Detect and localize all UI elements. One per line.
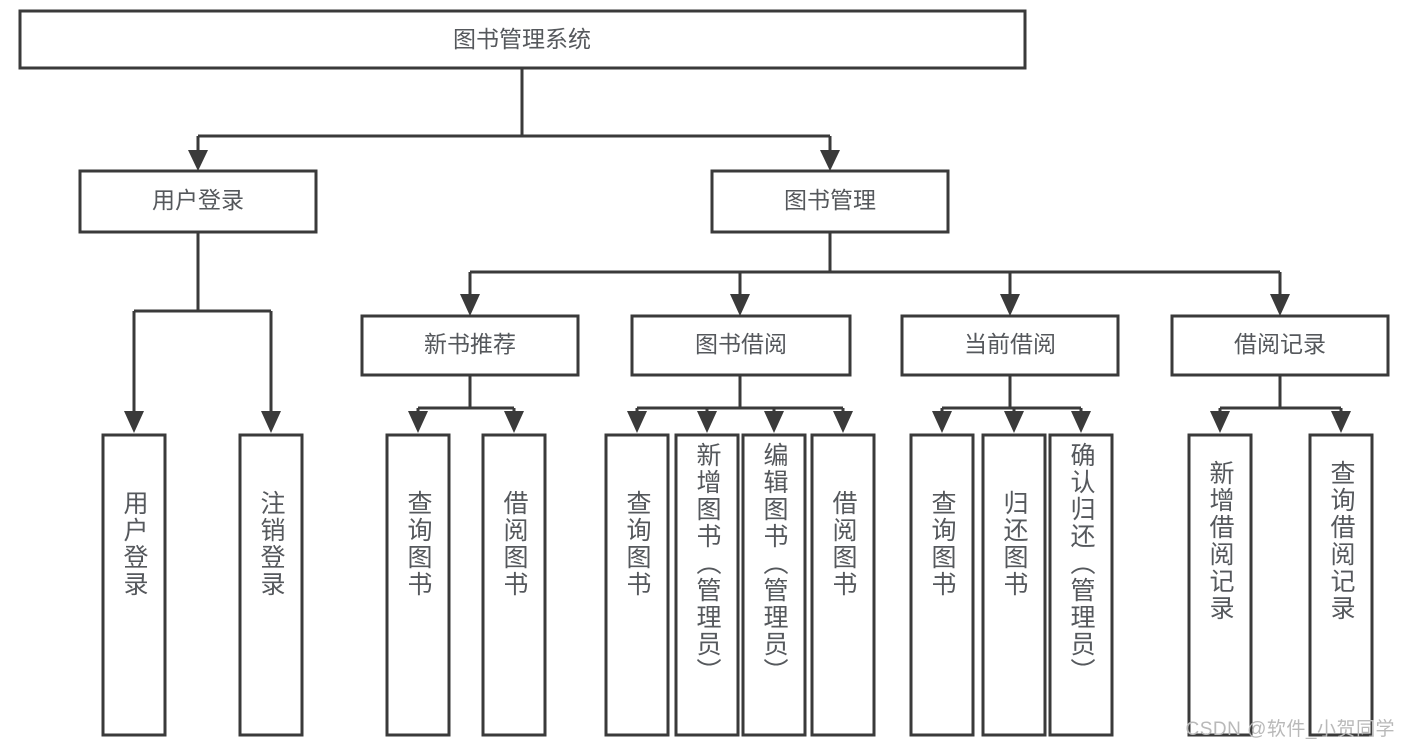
node-book-management-rect[interactable] (710, 169, 950, 234)
arrowhead-currentborrow-leaf-2 (1004, 411, 1024, 433)
node-new-book-recommend-label: 新书推荐 (424, 331, 516, 357)
arrowhead-currentborrow-leaf-3 (1071, 411, 1091, 433)
node-user-login-label: 用户登录 (152, 187, 244, 213)
node-current-borrow-label: 当前借阅 (964, 331, 1056, 357)
node-root[interactable]: 图书管理系统 (18, 9, 1027, 70)
leaf-rect-layer (101, 433, 1374, 737)
arrowhead-book-borrow (730, 294, 750, 316)
node-current-borrow-rect[interactable] (900, 314, 1120, 377)
leaf-rect-query-books-newbook[interactable] (385, 433, 451, 737)
arrowhead-borrowrecord-leaf-1 (1210, 411, 1230, 433)
node-book-management-label: 图书管理 (784, 187, 876, 213)
node-book-management[interactable]: 图书管理 (710, 169, 950, 234)
node-user-login-rect[interactable] (78, 169, 318, 234)
leaf-rect-add-book-admin[interactable] (674, 433, 740, 737)
arrowhead-currentborrow-leaf-1 (932, 411, 952, 433)
node-user-login[interactable]: 用户登录 (78, 169, 318, 234)
arrowhead-new-book-rec (460, 294, 480, 316)
arrowhead-bookborrow-leaf-2 (697, 411, 717, 433)
arrowhead-book-mgmt (820, 150, 840, 171)
arrowhead-newbook-leaf-2 (504, 411, 524, 433)
leaf-rect-add-borrow-record[interactable] (1187, 433, 1253, 737)
node-borrow-record-label: 借阅记录 (1234, 331, 1326, 357)
node-borrow-record-rect[interactable] (1170, 314, 1390, 377)
leaf-rect-query-books-current[interactable] (909, 433, 975, 737)
arrowhead-bookborrow-leaf-1 (627, 411, 647, 433)
arrowhead-leaf-logout (261, 411, 281, 433)
arrowhead-borrow-record (1270, 294, 1290, 316)
node-root-label: 图书管理系统 (453, 26, 591, 52)
leaf-rect-logout[interactable] (238, 433, 304, 737)
leaf-rect-return-book[interactable] (981, 433, 1047, 737)
node-borrow-record[interactable]: 借阅记录 (1170, 314, 1390, 377)
node-book-borrow-label: 图书借阅 (695, 331, 787, 357)
node-new-book-recommend-rect[interactable] (360, 314, 580, 377)
node-root-rect[interactable] (18, 9, 1027, 70)
node-new-book-recommend[interactable]: 新书推荐 (360, 314, 580, 377)
arrowhead-leaf-user-login (124, 411, 144, 433)
arrowhead-bookborrow-leaf-4 (833, 411, 853, 433)
leaf-rect-user-login[interactable] (101, 433, 167, 737)
arrowhead-borrowrecord-leaf-2 (1331, 411, 1351, 433)
leaf-rect-borrow-book[interactable] (810, 433, 876, 737)
arrowhead-newbook-leaf-1 (408, 411, 428, 433)
node-book-borrow[interactable]: 图书借阅 (630, 314, 852, 377)
leaf-rect-query-borrow-record[interactable] (1308, 433, 1374, 737)
leaf-rect-confirm-return-admin[interactable] (1048, 433, 1114, 737)
node-current-borrow[interactable]: 当前借阅 (900, 314, 1120, 377)
arrowhead-current-borrow (1000, 294, 1020, 316)
arrowhead-user-login (188, 150, 208, 171)
leaf-rect-borrow-books-newbook[interactable] (481, 433, 547, 737)
connector-layer (124, 68, 1351, 433)
leaf-rect-edit-book-admin[interactable] (741, 433, 807, 737)
node-book-borrow-rect[interactable] (630, 314, 852, 377)
leaf-rect-query-books-borrow[interactable] (604, 433, 670, 737)
arrowhead-bookborrow-leaf-3 (764, 411, 784, 433)
csdn-watermark: CSDN @软件_小贺同学 (1185, 719, 1395, 740)
